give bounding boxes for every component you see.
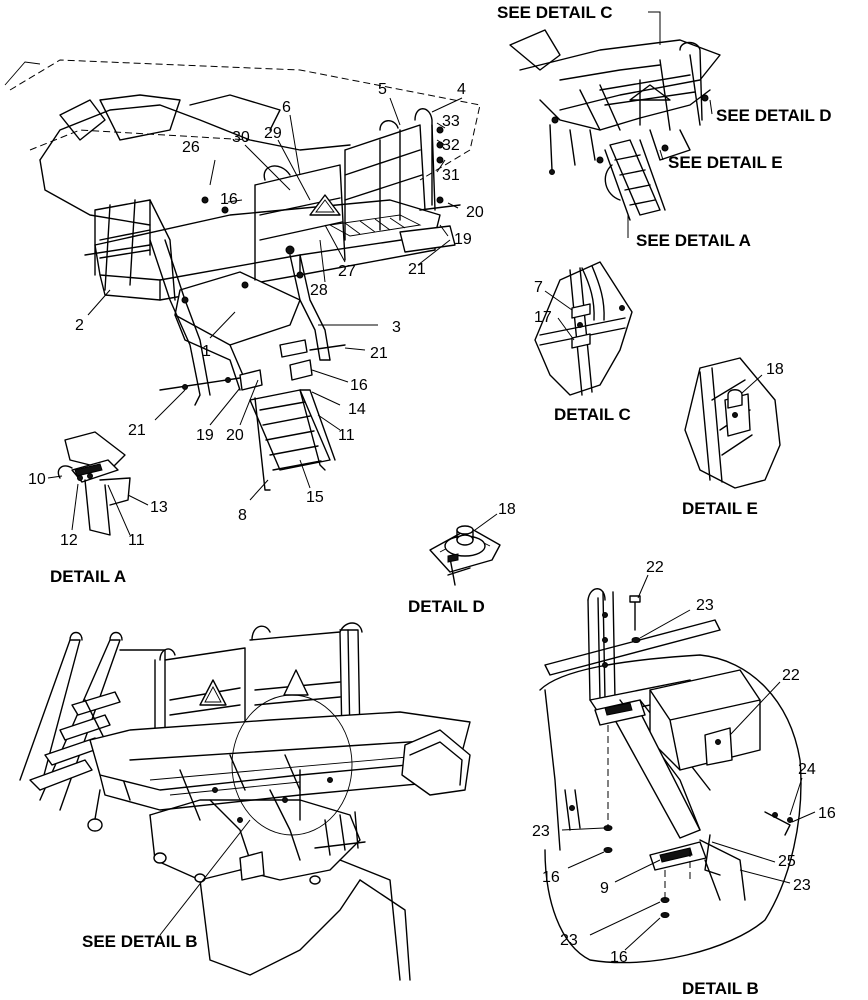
callout-16c: 16 [818,805,836,822]
callout-26: 26 [182,139,200,156]
detail-d [429,513,501,586]
callout-13: 13 [150,499,168,516]
detail-a [47,431,149,536]
callout-17: 17 [534,309,552,326]
callout-4: 4 [457,81,466,98]
callout-20a: 20 [466,204,484,221]
see-detail-e-label: SEE DETAIL E [668,153,783,172]
callout-18b: 18 [498,501,516,518]
detail-b [539,574,816,964]
callout-14: 14 [348,401,366,418]
callout-20b: 20 [226,427,244,444]
callout-10: 10 [28,471,46,488]
callout-15: 15 [306,489,324,506]
callout-23c: 23 [793,877,811,894]
callout-21b: 21 [370,345,388,362]
callout-21a: 21 [408,261,426,278]
main-assembly-callouts: 1 2 3 4 5 6 30 29 26 16 27 28 33 32 31 2… [75,81,484,524]
callout-1: 1 [202,343,211,360]
detail-e [684,357,781,489]
see-detail-c-label: SEE DETAIL C [497,3,613,22]
callout-16a: 16 [220,191,238,208]
callout-21c: 21 [128,422,146,439]
see-detail-b-label: SEE DETAIL B [82,932,198,951]
lower-assembly [19,622,471,981]
callout-19b: 19 [196,427,214,444]
callout-23a: 23 [696,597,714,614]
callout-29: 29 [264,125,282,142]
callout-8: 8 [238,507,247,524]
callout-19a: 19 [454,231,472,248]
see-detail-d-label: SEE DETAIL D [716,106,832,125]
callout-32: 32 [442,137,460,154]
callout-6: 6 [282,99,291,116]
detail-a-caption: DETAIL A [50,567,126,586]
callout-30: 30 [232,129,250,146]
detail-d-caption: DETAIL D [408,597,485,616]
callout-11b: 11 [128,532,145,549]
callout-16e: 16 [610,949,628,966]
detail-c-caption: DETAIL C [554,405,631,424]
main-assembly-leaders [87,97,463,501]
detail-e-caption: DETAIL E [682,499,758,518]
overview-assembly [509,29,721,221]
callout-25: 25 [778,853,796,870]
callout-2: 2 [75,317,84,334]
callout-33: 33 [442,113,460,130]
detail-b-caption: DETAIL B [682,979,759,998]
callout-31: 31 [442,167,460,184]
callout-22a: 22 [646,559,664,576]
callout-22b: 22 [782,667,800,684]
callout-23d: 23 [560,932,578,949]
callout-24: 24 [798,761,816,778]
callout-7: 7 [534,279,543,296]
callout-12: 12 [60,532,78,549]
callout-28: 28 [310,282,328,299]
callout-5: 5 [378,81,387,98]
callout-27: 27 [338,263,356,280]
see-detail-a-label: SEE DETAIL A [636,231,751,250]
callout-9: 9 [600,880,609,897]
callout-23b: 23 [532,823,550,840]
overview-leaders [627,11,713,238]
callout-3: 3 [392,319,401,336]
callout-18a: 18 [766,361,784,378]
callout-16d: 16 [542,869,560,886]
callout-16b: 16 [350,377,368,394]
detail-c [534,261,633,396]
callout-11a: 11 [338,427,355,444]
main-platform-assembly [4,59,481,491]
